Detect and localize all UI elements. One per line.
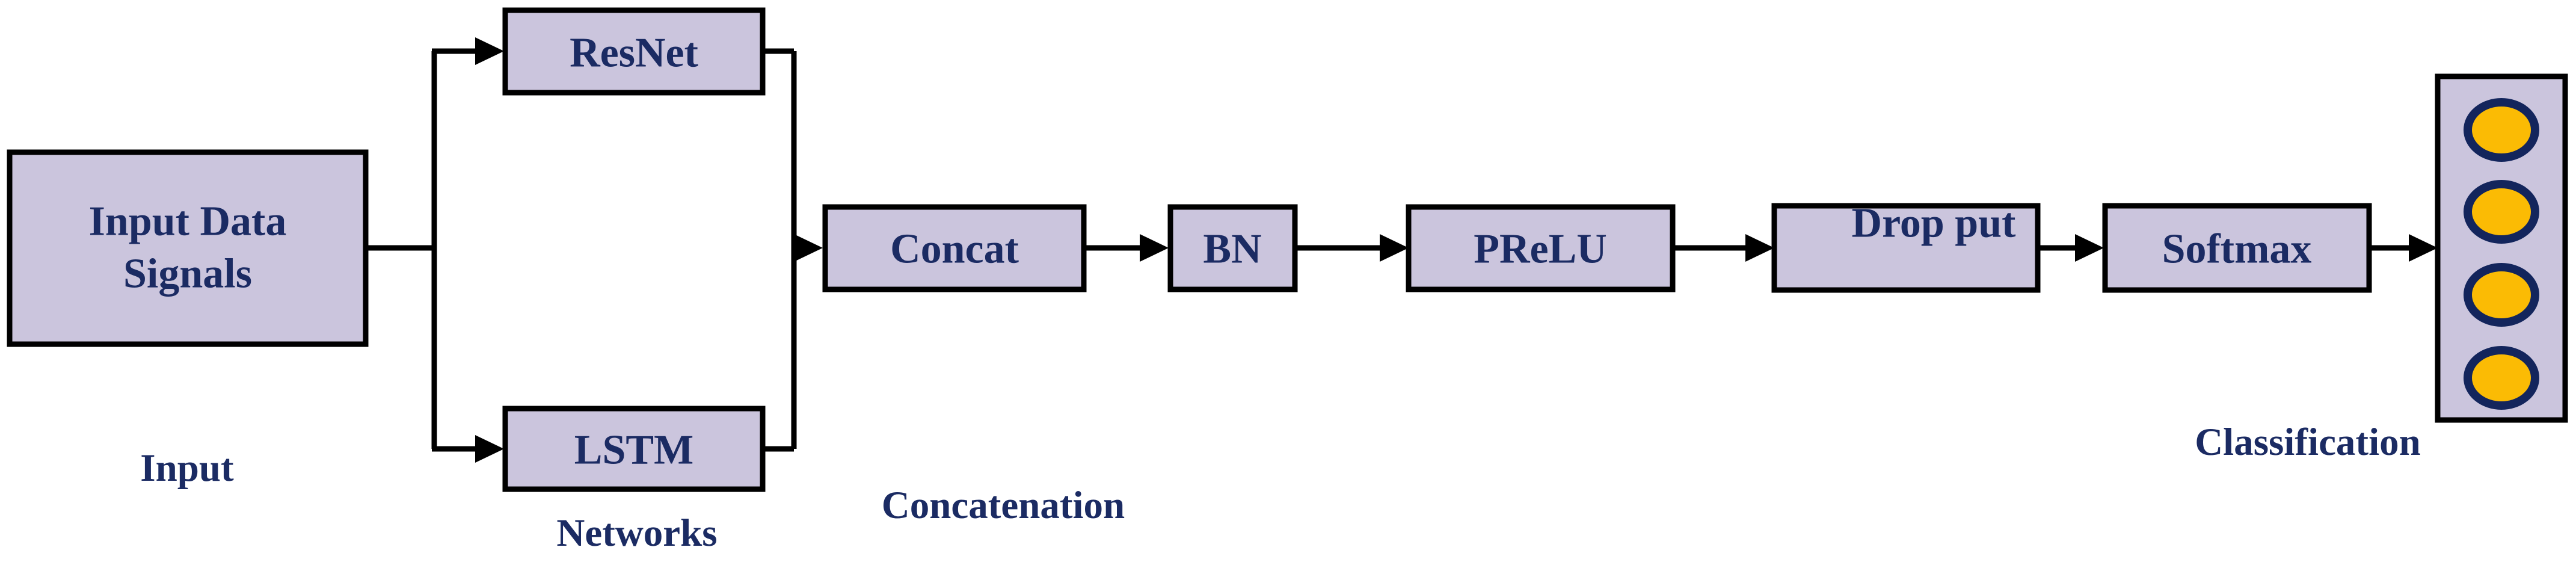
- concat-box: [822, 204, 1087, 292]
- lstm-box: [502, 406, 766, 492]
- nodes: Input Data Signals ResNet LSTM Concat BN…: [7, 7, 2372, 492]
- bn-label: BN: [1203, 226, 1261, 273]
- prelu-label: PReLU: [1474, 226, 1607, 273]
- arrowhead-into-prelu-icon: [1380, 234, 1409, 262]
- stage-labels: Input Networks Concatenation Classificat…: [140, 421, 2420, 555]
- neuron-circle-4: [2464, 346, 2539, 410]
- prelu-box: [1406, 204, 1676, 292]
- concat-label: Concat: [890, 226, 1019, 273]
- arrowhead-into-resnet-icon: [475, 37, 504, 65]
- dropout-box: [1771, 203, 2041, 293]
- input-data-signals-box: [7, 149, 369, 347]
- arrowhead-into-lstm-icon: [475, 435, 504, 463]
- input-data-signals-label-line2: Signals: [123, 251, 252, 297]
- softmax-label: Softmax: [2162, 226, 2312, 273]
- arrowhead-into-bn-icon: [1140, 234, 1169, 262]
- input-data-signals-label-line1: Input Data: [89, 199, 287, 245]
- neuron-circle-1: [2464, 98, 2539, 162]
- connectors: [366, 37, 2438, 463]
- resnet-label: ResNet: [570, 30, 698, 76]
- arrowhead-into-softmax-icon: [2075, 234, 2104, 262]
- dropout-label: Drop put: [1852, 200, 2016, 247]
- bn-box: [1167, 204, 1298, 292]
- arrowhead-into-dropout-icon: [1745, 234, 1774, 262]
- resnet-box: [502, 7, 766, 96]
- stage-label-networks: Networks: [556, 511, 717, 555]
- classification-output: [2435, 73, 2568, 423]
- neuron-circle-3: [2464, 263, 2539, 327]
- lstm-label: LSTM: [574, 427, 693, 474]
- stage-label-concatenation: Concatenation: [882, 484, 1125, 527]
- stage-label-input: Input: [140, 446, 234, 490]
- softmax-box: [2102, 203, 2372, 293]
- arrowhead-into-classification-icon: [2409, 234, 2438, 262]
- arrowhead-into-concat-icon: [794, 234, 823, 262]
- stage-label-classification: Classification: [2195, 421, 2421, 464]
- neuron-circle-2: [2464, 180, 2539, 244]
